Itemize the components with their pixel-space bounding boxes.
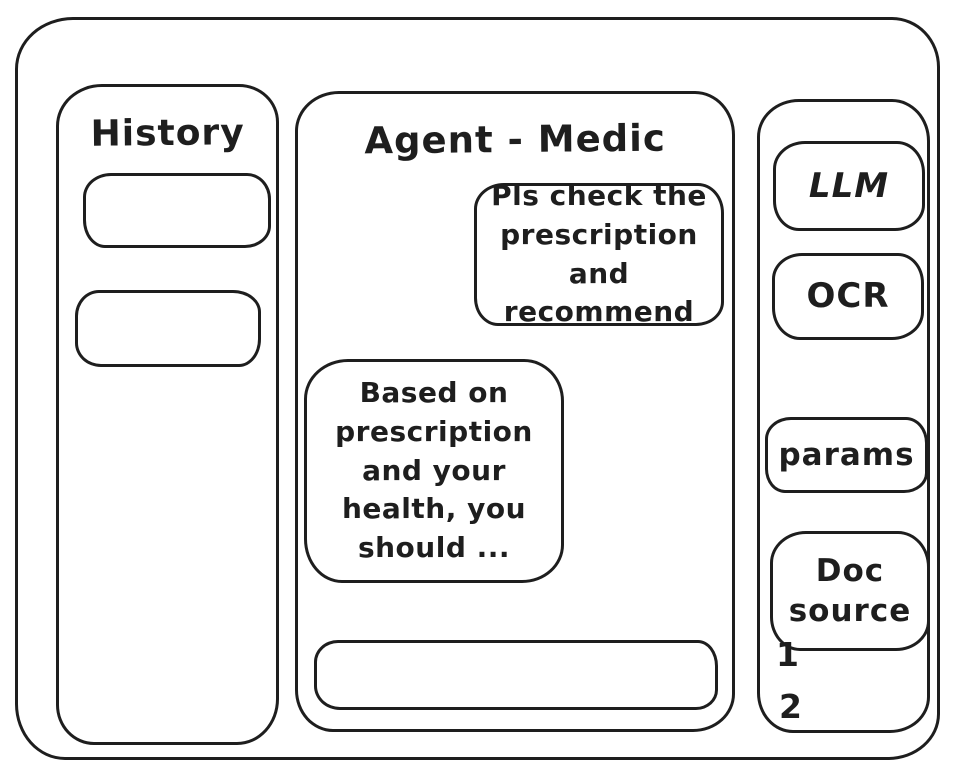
tools-panel: LLM OCR params Doc source 1 2	[757, 99, 930, 733]
tool-params-label: params	[778, 436, 915, 473]
assistant-message-text: Based on prescription and your health, y…	[335, 376, 533, 564]
tool-params-button[interactable]: params	[765, 417, 928, 493]
assistant-message-bubble: Based on prescription and your health, y…	[304, 359, 564, 583]
history-item[interactable]	[83, 173, 271, 248]
doc-source-item-2[interactable]: 2	[779, 687, 802, 726]
tool-doc-source-label: Doc source	[788, 552, 912, 629]
doc-source-item-1[interactable]: 1	[776, 635, 799, 674]
chat-input[interactable]	[314, 640, 718, 710]
history-item[interactable]	[75, 290, 261, 367]
chat-title: Agent - Medic	[364, 116, 666, 163]
app-window: History Agent - Medic Pls check the pres…	[15, 17, 940, 760]
tool-llm-button[interactable]: LLM	[773, 141, 925, 231]
user-message-text: Pls check the prescription and recommend	[491, 179, 707, 329]
history-panel: History	[56, 84, 279, 745]
chat-panel: Agent - Medic Pls check the prescription…	[295, 91, 735, 732]
tool-ocr-label: OCR	[806, 276, 890, 317]
history-title: History	[90, 112, 245, 155]
tool-llm-label: LLM	[808, 165, 890, 206]
user-message-bubble: Pls check the prescription and recommend	[474, 179, 724, 328]
tool-doc-source-button[interactable]: Doc source	[770, 531, 930, 651]
tool-ocr-button[interactable]: OCR	[772, 253, 924, 340]
